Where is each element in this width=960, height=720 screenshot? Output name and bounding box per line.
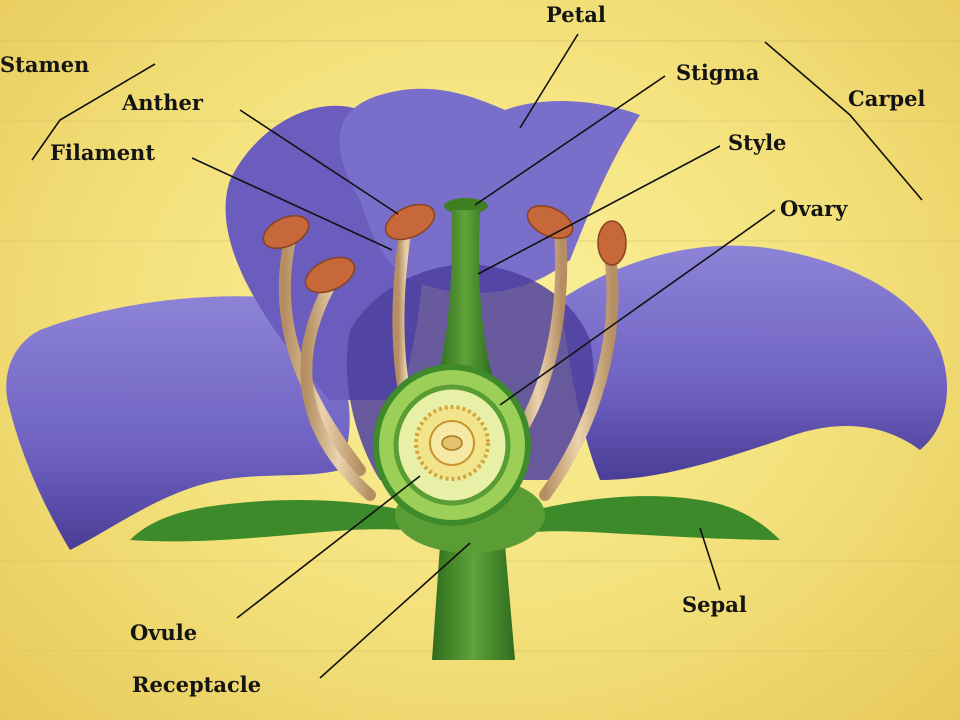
- label-petal: Petal: [546, 2, 606, 27]
- label-stamen: Stamen: [0, 52, 89, 77]
- leader-receptacle: [319, 542, 471, 679]
- leader-ovule: [236, 475, 421, 619]
- petal-left: [6, 296, 350, 550]
- leader-anther: [239, 109, 399, 215]
- sepal-right: [500, 496, 780, 540]
- label-stigma: Stigma: [676, 60, 760, 85]
- label-ovary: Ovary: [780, 196, 848, 221]
- filament-2: [300, 279, 376, 501]
- anther-2: [304, 256, 356, 294]
- style-shape: [438, 210, 492, 375]
- carpel-bracket: [764, 41, 923, 201]
- filaments: [278, 224, 619, 501]
- label-style: Style: [728, 130, 786, 155]
- stem: [432, 545, 515, 660]
- label-receptacle: Receptacle: [132, 672, 261, 697]
- leader-sepal: [699, 527, 721, 591]
- labels: Petal Stamen Anther Filament Stigma Carp…: [0, 2, 925, 697]
- label-filament: Filament: [50, 140, 155, 165]
- label-carpel: Carpel: [848, 86, 925, 111]
- leader-lines: [31, 33, 923, 679]
- filament-5: [539, 249, 619, 501]
- leader-petal: [519, 33, 579, 129]
- sepal-left: [130, 500, 440, 542]
- petal-right: [560, 245, 948, 480]
- leader-ovary: [499, 209, 776, 406]
- leader-stigma: [474, 75, 666, 206]
- label-ovule: Ovule: [130, 620, 197, 645]
- filament-4: [509, 224, 568, 446]
- label-sepal: Sepal: [682, 592, 747, 617]
- leader-filament: [191, 157, 393, 251]
- filament-1: [278, 234, 366, 476]
- label-anther: Anther: [121, 90, 204, 115]
- anther-1: [262, 215, 310, 249]
- leader-style: [477, 145, 721, 275]
- ovule-shape: [414, 405, 490, 481]
- anther-5: [597, 220, 627, 266]
- stamen-bracket: [31, 63, 156, 161]
